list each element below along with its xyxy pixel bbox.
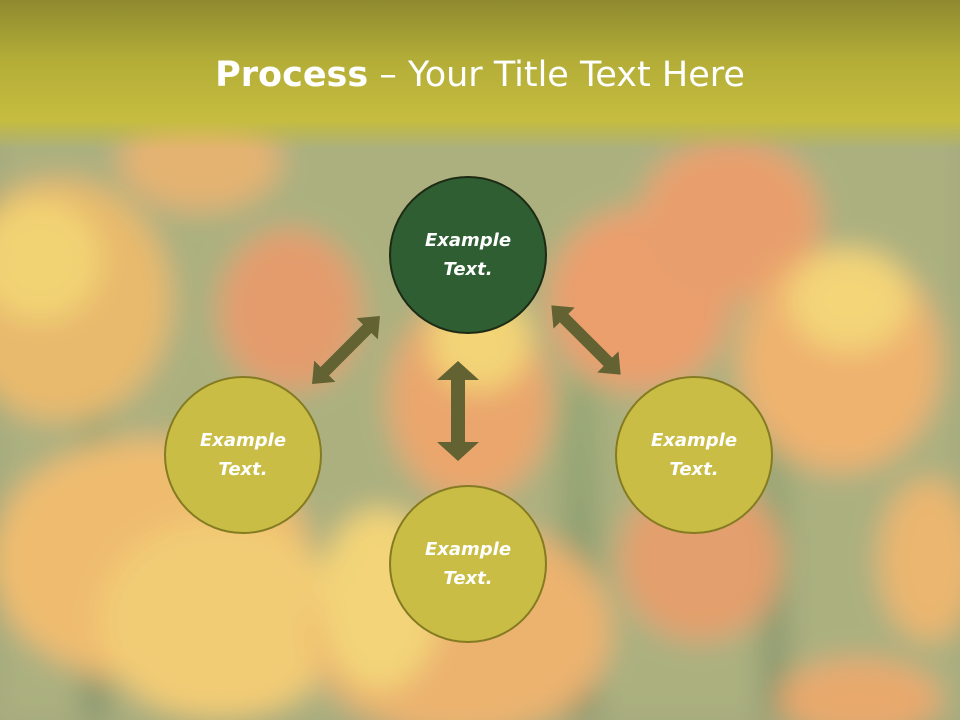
slide-title: Process – Your Title Text Here [0, 52, 960, 98]
double-arrow-icon [437, 361, 479, 461]
title-text: Your Title Text Here [407, 55, 745, 95]
node-label: Example Text. [199, 430, 287, 480]
process-node-bottom: Example Text. [389, 485, 547, 643]
title-bold: Process [215, 55, 369, 95]
double-arrow-icon [312, 316, 380, 384]
node-label: Example Text. [424, 230, 512, 280]
process-node-right: Example Text. [615, 376, 773, 534]
process-node-top: Example Text. [389, 176, 547, 334]
title-bar [0, 0, 960, 150]
node-label: Example Text. [650, 430, 738, 480]
double-arrow-icon [551, 305, 621, 375]
title-separator: – [368, 55, 408, 95]
node-label: Example Text. [424, 539, 512, 589]
process-node-left: Example Text. [164, 376, 322, 534]
